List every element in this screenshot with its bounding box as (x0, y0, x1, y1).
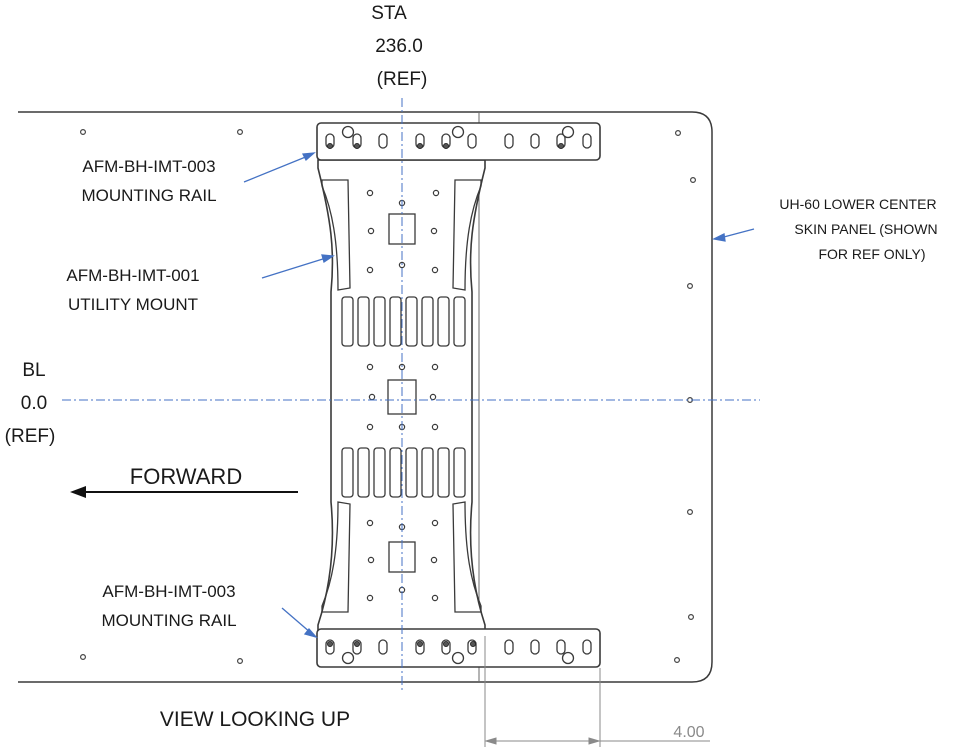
station-label-sta: STA (371, 3, 407, 24)
lightening-slot (453, 296, 466, 347)
buttline-label-bl: BL (22, 360, 45, 381)
lightening-slot (389, 296, 402, 347)
lightening-slot (389, 447, 402, 498)
callout-skin-panel-line2: SKIN PANEL (SHOWN (794, 221, 937, 237)
lightening-slot (373, 296, 386, 347)
lightening-slot (421, 296, 434, 347)
lightening-slots-upper (341, 296, 466, 347)
mount-holes (366, 189, 440, 602)
fastener-hole (237, 129, 244, 136)
callout-utility-mount-part: AFM-BH-IMT-001 (66, 266, 199, 285)
mounting-rail-top (316, 122, 601, 161)
buttline-label-value: 0.0 (21, 393, 47, 414)
fastener-hole (79, 129, 86, 136)
lightening-slot (357, 447, 370, 498)
rail-bottom-bolts (326, 641, 476, 648)
callout-rail-top-desc: MOUNTING RAIL (81, 186, 216, 205)
fastener-hole (673, 656, 680, 663)
lightening-slot (405, 447, 418, 498)
lightening-slot (437, 447, 450, 498)
mount-side-slot (452, 501, 482, 613)
station-label-ref: (REF) (377, 69, 428, 90)
callout-rail-bottom-desc: MOUNTING RAIL (101, 611, 236, 630)
fastener-hole (686, 509, 693, 516)
leader-rail-top (243, 155, 309, 183)
station-label-value: 236.0 (375, 36, 423, 57)
lightening-slot (341, 447, 354, 498)
forward-arrowhead (70, 486, 86, 498)
callout-skin-panel-line3: FOR REF ONLY) (818, 246, 925, 262)
callout-rail-bottom-part: AFM-BH-IMT-003 (102, 582, 235, 601)
rail-top-bolts (326, 142, 565, 149)
lightening-slot (421, 447, 434, 498)
lightening-slot (437, 296, 450, 347)
dimension-arrowhead (484, 737, 497, 745)
mount-side-slot (321, 501, 351, 613)
mount-side-slot (321, 179, 351, 291)
leader-arrowhead (321, 254, 335, 264)
fastener-hole (79, 653, 86, 660)
fastener-hole (237, 657, 244, 664)
callout-rail-top-part: AFM-BH-IMT-003 (82, 157, 215, 176)
fastener-hole (686, 283, 693, 290)
skin-panel-outline (18, 111, 713, 683)
rail-bottom-fasteners (341, 651, 575, 665)
lightening-slot (405, 296, 418, 347)
leader-skin-panel (719, 228, 755, 239)
lightening-slot (453, 447, 466, 498)
mounting-rail-bottom (316, 628, 601, 668)
lightening-slot (357, 296, 370, 347)
callout-utility-mount-desc: UTILITY MOUNT (68, 295, 198, 314)
leader-utility-mount (261, 257, 327, 279)
leader-arrowhead (301, 152, 316, 162)
dimension-4-00 (484, 636, 710, 747)
callout-skin-panel-line1: UH-60 LOWER CENTER (779, 196, 936, 212)
rail-top-slots (325, 133, 592, 149)
lightening-slot (373, 447, 386, 498)
lightening-slot (341, 296, 354, 347)
panel-fasteners (79, 129, 696, 664)
lightening-slots-lower (341, 447, 466, 498)
forward-label: FORWARD (130, 464, 242, 489)
rail-bottom-slots (325, 639, 592, 655)
rail-top-fasteners (341, 125, 575, 139)
fastener-hole (674, 130, 681, 137)
fastener-hole (687, 613, 694, 620)
leader-arrowhead (711, 233, 726, 242)
view-title: VIEW LOOKING UP (160, 708, 350, 731)
square-cutout (387, 379, 417, 415)
leader-lines (243, 152, 755, 639)
dimension-arrowhead (588, 737, 601, 745)
buttline-label-ref: (REF) (5, 426, 56, 447)
leader-arrowhead (303, 627, 318, 639)
dimension-value: 4.00 (673, 724, 704, 741)
fastener-hole (689, 177, 696, 184)
mount-side-slot (452, 179, 482, 291)
leader-rail-bottom (281, 607, 312, 634)
